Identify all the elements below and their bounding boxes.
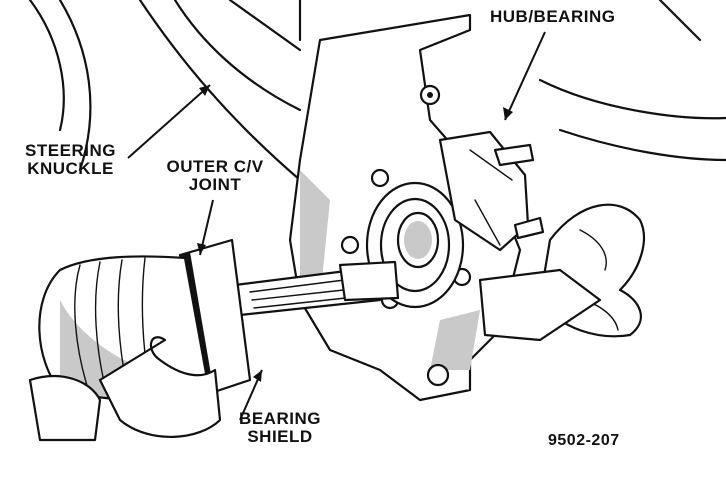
figure-number: 9502-207 xyxy=(548,432,620,449)
label-outer-cv-joint: OUTER C/V JOINT xyxy=(160,158,270,194)
label-steering-knuckle-line1: STEERING xyxy=(25,141,116,160)
label-bearing-shield: BEARING SHIELD xyxy=(230,410,330,446)
label-steering-knuckle-line2: KNUCKLE xyxy=(27,159,114,178)
hub-bearing-assembly xyxy=(365,130,545,309)
label-outer-cv-joint-line1: OUTER C/V xyxy=(166,157,264,176)
label-steering-knuckle: STEERING KNUCKLE xyxy=(8,142,133,178)
right-hand xyxy=(478,203,645,342)
label-bearing-shield-line1: BEARING xyxy=(239,409,321,428)
label-hub-bearing: HUB/BEARING xyxy=(490,7,616,26)
suspension-strut-lines xyxy=(28,0,726,182)
leader-steering-knuckle xyxy=(127,84,211,159)
label-outer-cv-joint-line2: JOINT xyxy=(188,175,242,194)
left-hand xyxy=(28,336,222,442)
label-bearing-shield-line2: SHIELD xyxy=(247,427,313,446)
leader-hub-bearing xyxy=(504,31,546,121)
